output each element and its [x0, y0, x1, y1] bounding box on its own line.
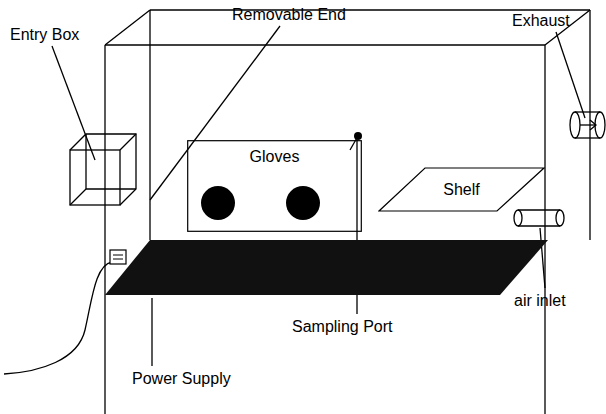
part-label: air inlet	[514, 292, 566, 310]
node-text: Shelf	[443, 181, 479, 199]
glove-panel: Gloves	[187, 140, 362, 232]
part-label: Entry Box	[10, 26, 79, 44]
part-label: Power Supply	[132, 370, 231, 388]
node-text: Gloves	[250, 148, 300, 166]
part-label: Removable End	[232, 6, 346, 24]
part-label: Sampling Port	[292, 318, 393, 336]
shelf-plate: Shelf	[378, 167, 545, 212]
part-label: Exhaust	[512, 12, 570, 30]
